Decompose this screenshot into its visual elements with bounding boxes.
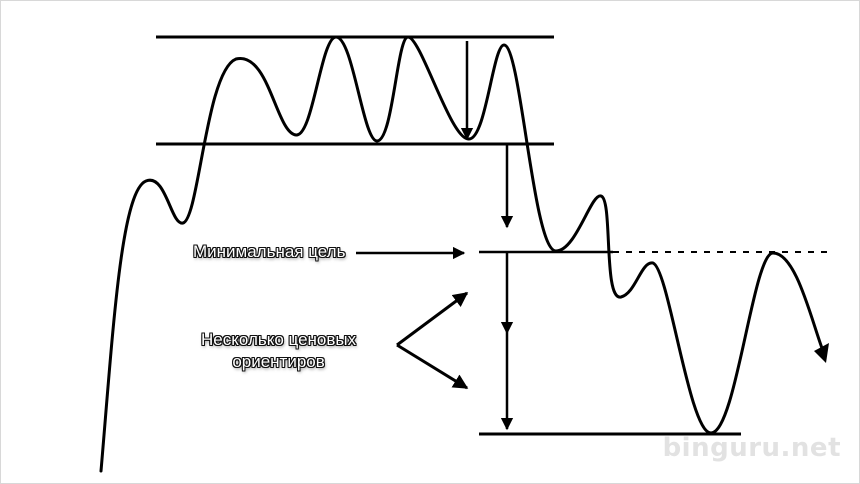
curve-end-arrowhead <box>814 343 829 363</box>
several-targets-label-line2: ориентиров <box>232 352 325 371</box>
several-targets-label: Несколько ценовых ориентиров <box>201 329 356 373</box>
targets-pointer-arrow-up <box>396 291 469 347</box>
targets-pointer-arrow-down <box>396 343 469 390</box>
several-targets-label-line1: Несколько ценовых <box>201 330 357 349</box>
minimal-target-label: Минимальная цель <box>193 242 346 261</box>
watermark: binguru.net <box>662 433 841 463</box>
